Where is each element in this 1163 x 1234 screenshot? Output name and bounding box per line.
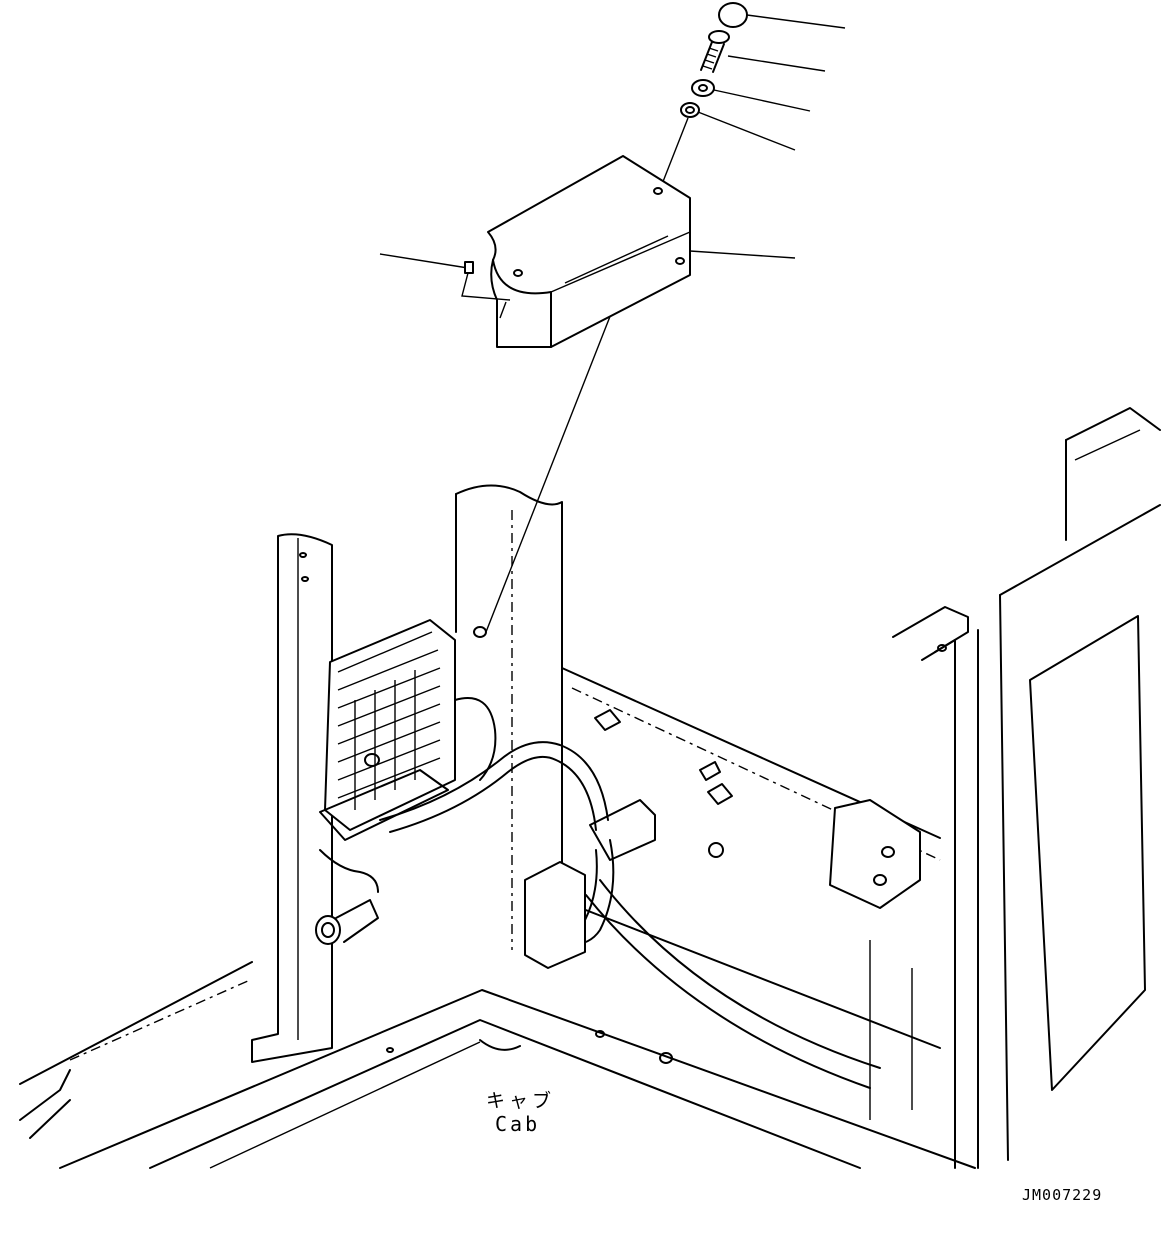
connector-plug bbox=[315, 899, 379, 945]
lock-washer bbox=[691, 79, 715, 97]
bracket-right bbox=[829, 799, 921, 909]
cover-plate bbox=[487, 155, 691, 348]
cap bbox=[718, 2, 748, 28]
clip-nut bbox=[461, 261, 511, 319]
cab-label-english: Cab bbox=[495, 1112, 541, 1136]
cab-label-japanese: キャブ bbox=[486, 1090, 556, 1112]
leader-lines bbox=[379, 14, 846, 269]
controller-unit bbox=[319, 619, 487, 841]
relay-bracket bbox=[524, 799, 724, 969]
drawing-number: JM007229 bbox=[1022, 1186, 1103, 1204]
clamps bbox=[594, 709, 733, 805]
bolt bbox=[700, 30, 730, 73]
flat-washer bbox=[680, 102, 700, 118]
cab-frame bbox=[19, 407, 1161, 1169]
